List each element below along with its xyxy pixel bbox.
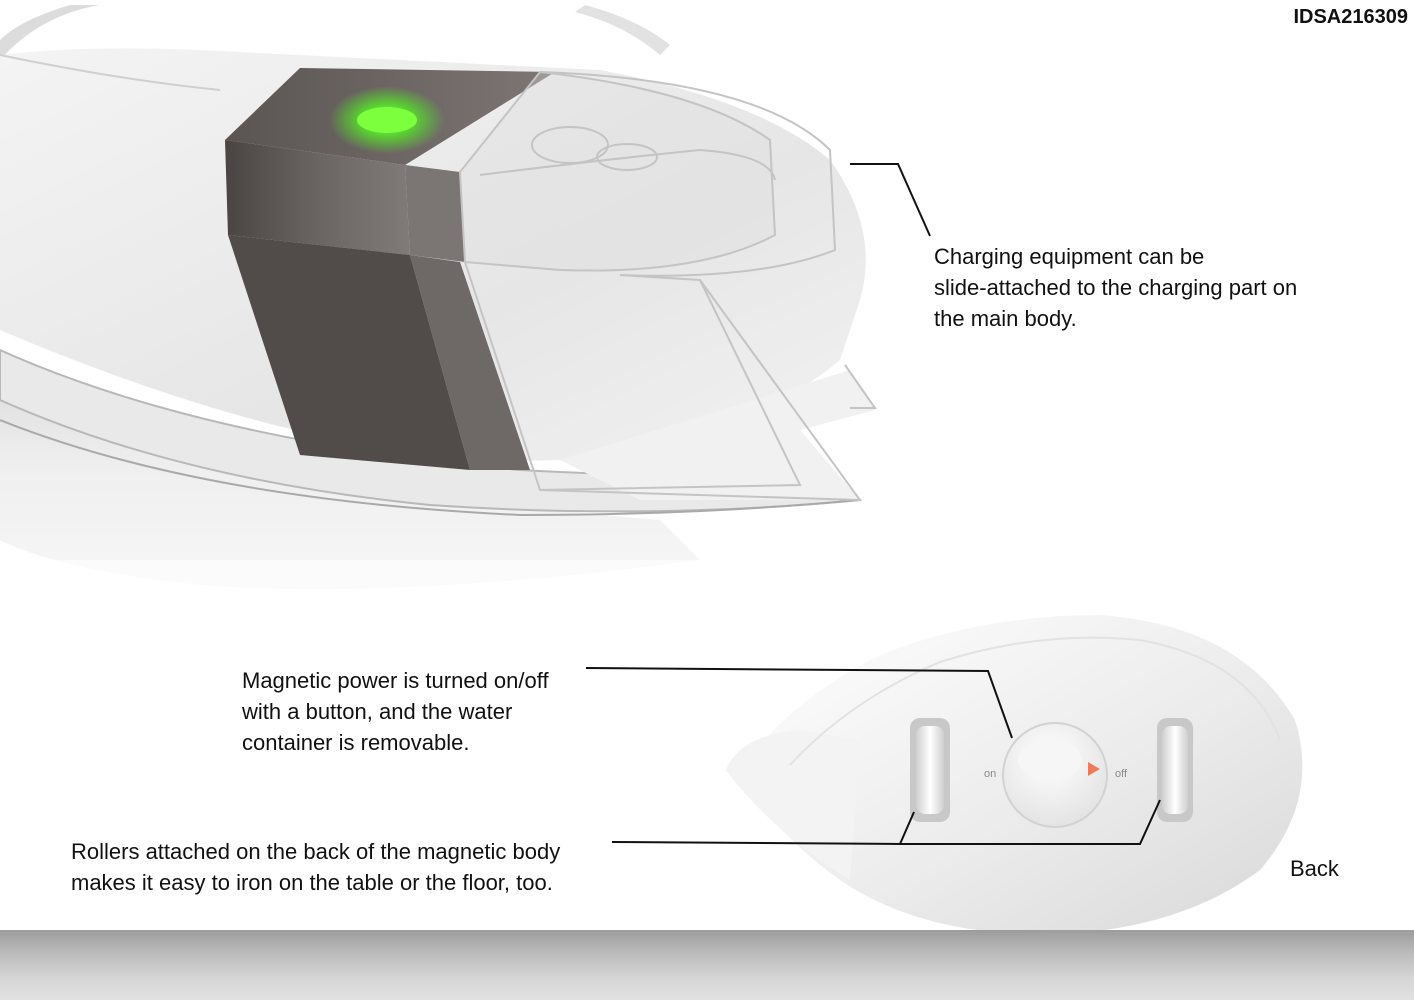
back-view-label: Back [1290, 856, 1339, 882]
power-switch [1003, 723, 1107, 827]
caption-magnetic-power: Magnetic power is turned on/off with a b… [242, 665, 602, 758]
document-id: IDSA216309 [1293, 6, 1408, 29]
left-roller [910, 718, 950, 822]
switch-off-label: off [1115, 768, 1128, 780]
main-body-render [0, 5, 900, 620]
caption-rollers: Rollers attached on the back of the magn… [71, 836, 631, 898]
right-roller [1157, 718, 1193, 822]
floor-band [0, 930, 1414, 1000]
switch-on-label: on [984, 768, 996, 780]
caption-charging-equipment: Charging equipment can be slide-attached… [934, 241, 1374, 334]
leader-line-charging [850, 164, 930, 236]
